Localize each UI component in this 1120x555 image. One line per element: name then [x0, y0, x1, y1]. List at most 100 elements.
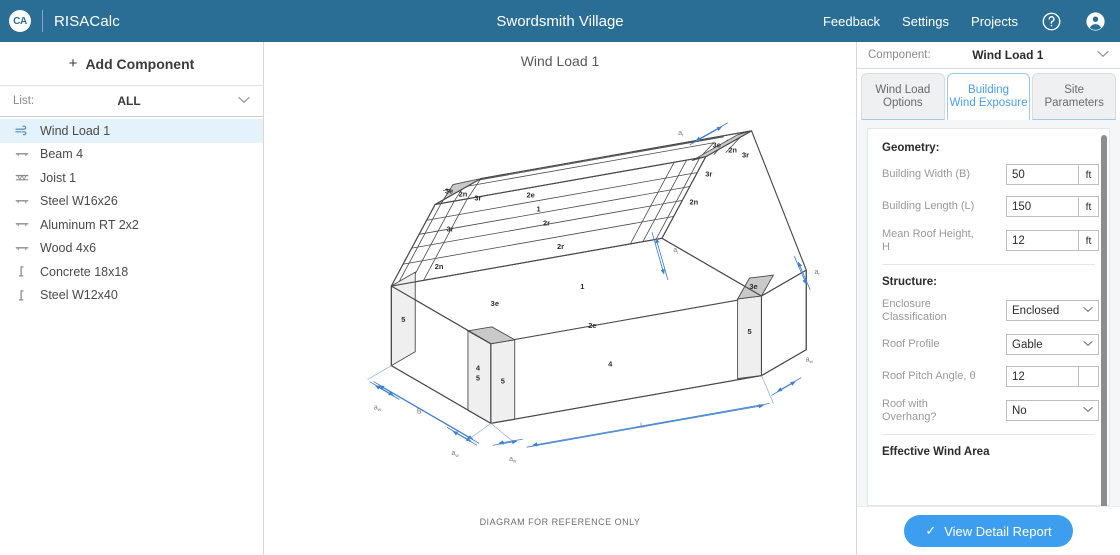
geometry-section-title: Geometry: — [882, 142, 940, 154]
zone-label: 3r — [742, 151, 749, 160]
zone-label: 2r — [543, 218, 550, 227]
dimension-label: aw — [451, 450, 459, 458]
report-bar: ✓ View Detail Report — [857, 506, 1120, 555]
field-enclosure-classification: Enclosure Classification Enclosed — [868, 298, 1109, 323]
zone-label: 2n — [459, 189, 468, 198]
field-roof-with-overhang: Roof with Overhang? No — [868, 398, 1109, 423]
sidebar-item-joist-1[interactable]: Joist 1 — [0, 166, 263, 190]
tab-site-parameters[interactable]: Site Parameters — [1032, 73, 1117, 120]
list-filter-dropdown[interactable]: List: ALL — [0, 86, 263, 117]
tab-label-line1: Building — [968, 83, 1009, 96]
tab-label-line2: Options — [883, 96, 923, 109]
nav-projects[interactable]: Projects — [971, 13, 1018, 29]
zone-label: 1 — [580, 282, 584, 291]
panel-scrollbar[interactable] — [1101, 135, 1107, 506]
sidebar-item-label: Beam 4 — [40, 147, 84, 162]
building-length-input[interactable] — [1006, 196, 1079, 217]
sidebar-item-steel-w16x26[interactable]: Steel W16x26 — [0, 190, 263, 214]
roof-overhang-select[interactable]: No — [1006, 400, 1099, 421]
zone-label: 5 — [401, 315, 405, 324]
select-value: Gable — [1012, 338, 1043, 351]
list-filter-label: List: — [13, 95, 35, 107]
field-mean-roof-height: Mean Roof Height, H ft — [868, 228, 1109, 253]
add-component-button[interactable]: + Add Component — [0, 42, 263, 86]
nav-settings[interactable]: Settings — [902, 13, 950, 29]
field-label: Enclosure Classification — [882, 298, 947, 323]
building-width-input[interactable] — [1006, 164, 1079, 185]
beam-icon — [14, 194, 29, 209]
sidebar-item-label: Concrete 18x18 — [40, 264, 129, 279]
sidebar-item-label: Steel W16x26 — [40, 194, 118, 209]
zone-label: 2n — [435, 262, 444, 271]
field-building-length: Building Length (L) ft — [868, 196, 1109, 217]
sidebar-item-wood-4x6[interactable]: Wood 4x6 — [0, 237, 263, 261]
diagram-footnote: DIAGRAM FOR REFERENCE ONLY — [479, 517, 641, 527]
sidebar-item-label: Aluminum RT 2x2 — [40, 217, 139, 232]
section-divider — [882, 434, 1095, 435]
tab-label-line1: Site — [1064, 83, 1085, 96]
sidebar-item-concrete-18x18[interactable]: Concrete 18x18 — [0, 260, 263, 284]
field-label: Roof Pitch Angle, θ — [882, 370, 976, 383]
unit-label: ft — [1079, 164, 1099, 185]
column-icon — [14, 264, 29, 279]
roof-profile-select[interactable]: Gable — [1006, 334, 1099, 355]
chevron-down-icon — [1097, 49, 1109, 61]
brand[interactable]: CA RISACalc — [0, 10, 120, 32]
sidebar-item-steel-w12x40[interactable]: Steel W12x40 — [0, 284, 263, 308]
sidebar-item-aluminum-rt-2x2[interactable]: Aluminum RT 2x2 — [0, 213, 263, 237]
chevron-down-icon — [238, 95, 250, 107]
sidebar-item-wind-load-1[interactable]: Wind Load 1 — [0, 119, 263, 143]
nav-feedback[interactable]: Feedback — [822, 13, 881, 29]
unit-label: ft — [1079, 230, 1099, 251]
risa-logo-icon: CA — [9, 10, 31, 32]
sidebar-item-label: Joist 1 — [40, 170, 77, 185]
chevron-down-icon — [1083, 405, 1093, 416]
mean-roof-height-input[interactable] — [1006, 230, 1079, 251]
header-nav: Feedback Settings Projects — [823, 10, 1120, 32]
sidebar-item-beam-4[interactable]: Beam 4 — [0, 143, 263, 167]
zone-label: 5 — [501, 377, 505, 386]
sidebar: + Add Component List: ALL — [0, 42, 264, 555]
select-value: No — [1012, 404, 1027, 417]
field-roof-pitch-angle: Roof Pitch Angle, θ — [868, 366, 1109, 387]
brand-name: RISACalc — [54, 12, 120, 30]
diagram-panel: Wind Load 1 — [264, 42, 857, 555]
sidebar-item-label: Steel W12x40 — [40, 288, 118, 303]
dimension-label: aw — [806, 357, 814, 365]
help-circle-icon[interactable] — [1040, 10, 1062, 32]
beam-icon — [14, 217, 29, 232]
panel-scroll-area: Geometry: Building Width (B) ft Building… — [857, 120, 1120, 506]
zone-label: 2e — [527, 190, 535, 199]
account-circle-icon[interactable] — [1084, 10, 1106, 32]
tab-wind-load-options[interactable]: Wind Load Options — [861, 73, 945, 120]
zone-label: 4 — [608, 360, 613, 369]
zone-label: 5 — [747, 327, 751, 336]
beam-icon — [14, 147, 29, 162]
app-body: + Add Component List: ALL — [0, 42, 1120, 555]
tab-building-wind-exposure[interactable]: Building Wind Exposure — [946, 73, 1031, 120]
zone-label: 2n — [728, 146, 737, 155]
dimension-label: B — [417, 408, 422, 415]
field-label: Roof with Overhang? — [882, 398, 937, 423]
wind-zone-diagram: 3e 2n 3r 3r 2n 3e 2n 3r 3r 2n 2e — [264, 71, 856, 517]
zone-label: 4 — [476, 364, 481, 373]
roof-pitch-angle-input[interactable] — [1006, 366, 1079, 387]
field-label: Mean Roof Height, H — [882, 228, 974, 253]
zone-label: 3r — [447, 224, 454, 233]
list-filter-value: ALL — [117, 94, 141, 108]
zone-label: 1 — [537, 204, 541, 213]
component-selector[interactable]: Component: Wind Load 1 — [857, 42, 1120, 69]
zone-label: 5 — [476, 374, 480, 383]
dimension-label: L — [640, 422, 644, 429]
component-selector-label: Component: — [868, 49, 931, 61]
sidebar-item-label: Wind Load 1 — [40, 123, 111, 138]
column-icon — [14, 288, 29, 303]
view-detail-report-button[interactable]: ✓ View Detail Report — [904, 515, 1073, 547]
properties-panel: Component: Wind Load 1 Wind Load Options… — [857, 42, 1120, 555]
zone-label: 2e — [588, 321, 596, 330]
diagram-title: Wind Load 1 — [520, 53, 600, 69]
enclosure-classification-select[interactable]: Enclosed — [1006, 300, 1099, 321]
plus-icon: + — [68, 55, 78, 72]
panel-card: Geometry: Building Width (B) ft Building… — [867, 128, 1110, 506]
